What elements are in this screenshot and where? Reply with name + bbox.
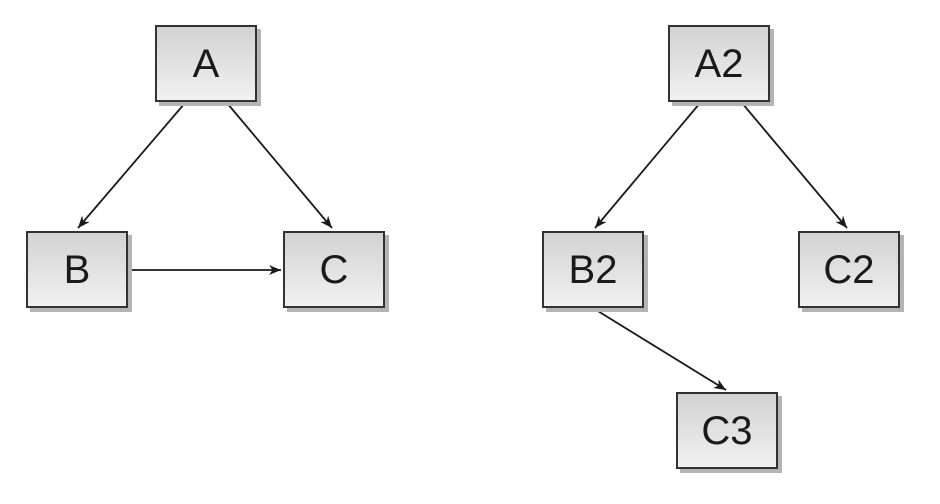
node-C2[interactable]: C2	[798, 231, 900, 308]
edge-A2-B2[interactable]	[594, 102, 701, 229]
node-B[interactable]: B	[26, 231, 128, 308]
node-label: A2	[694, 41, 744, 86]
node-C3[interactable]: C3	[676, 392, 778, 469]
edge-B2-C3[interactable]	[592, 307, 727, 391]
node-label: A	[192, 41, 220, 86]
node-label: B2	[568, 247, 618, 292]
node-label: B	[63, 247, 91, 292]
node-label: C	[319, 247, 349, 292]
node-A[interactable]: A	[155, 25, 257, 102]
node-C[interactable]: C	[283, 231, 385, 308]
edge-A2-C2[interactable]	[741, 102, 848, 229]
node-A2[interactable]: A2	[668, 25, 770, 102]
node-B2[interactable]: B2	[542, 231, 644, 308]
node-label: C2	[823, 247, 875, 292]
edge-A-B[interactable]	[77, 102, 186, 229]
node-label: C3	[701, 408, 753, 453]
edge-A-C[interactable]	[226, 102, 333, 229]
